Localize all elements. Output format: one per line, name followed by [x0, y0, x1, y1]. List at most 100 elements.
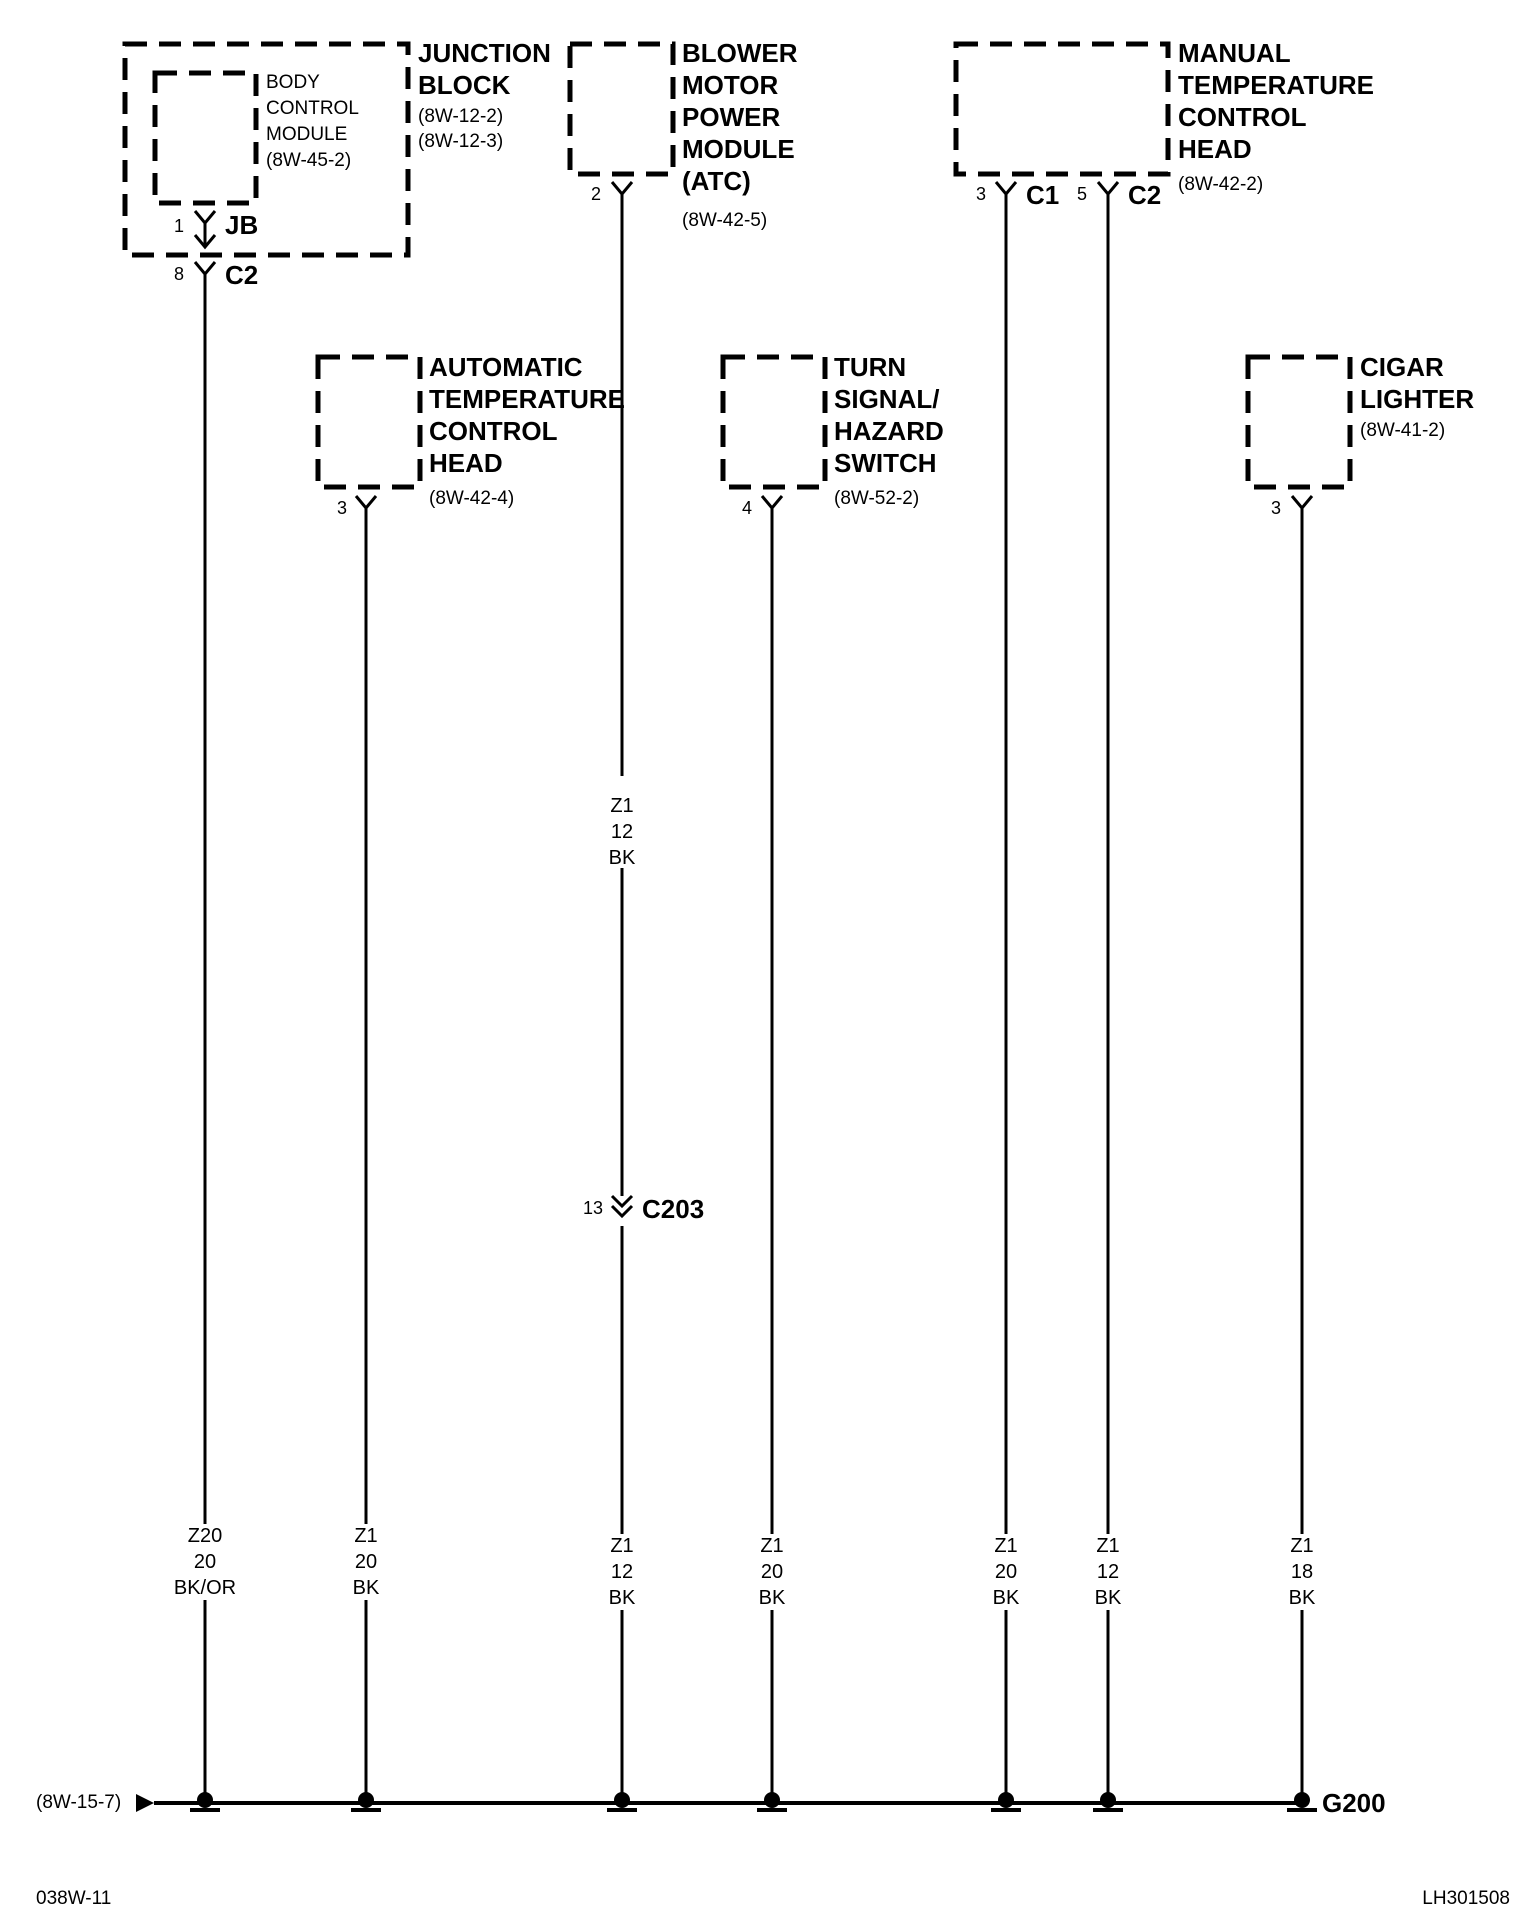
ground-label: G200: [1322, 1788, 1386, 1818]
blower-upper-wire-label: Z1 12 BK: [609, 795, 636, 869]
wire-4-gauge: 20: [761, 1561, 783, 1583]
junction-block-name-1: JUNCTION: [418, 38, 551, 68]
junction-block: JUNCTION BLOCK (8W-12-2) (8W-12-3): [122, 38, 551, 258]
mtc-c1-connector: 3 C1: [976, 180, 1059, 210]
junction-block-ref-2: (8W-12-3): [418, 131, 503, 152]
bcm-jb-pin: 1: [174, 216, 184, 236]
turn-name-4: SWITCH: [834, 448, 937, 478]
turn-name-1: TURN: [834, 352, 906, 382]
automatic-temperature-control-head: AUTOMATIC TEMPERATURE CONTROL HEAD (8W-4…: [315, 352, 625, 509]
c203-label: C203: [642, 1194, 704, 1224]
bcm-ref: (8W-45-2): [266, 150, 351, 171]
mtc-name-2: TEMPERATURE: [1178, 70, 1374, 100]
mtc-c2-connector: 5 C2: [1077, 180, 1161, 210]
wire-1-gauge: 20: [194, 1551, 216, 1573]
mtc-name-4: HEAD: [1178, 134, 1252, 164]
body-control-module: BODY CONTROL MODULE (8W-45-2): [152, 70, 359, 206]
cigar-pin: 3: [1271, 498, 1281, 518]
junction-block-name-2: BLOCK: [418, 70, 511, 100]
turn-pin-connector: 4: [742, 495, 784, 518]
splice-dot: [607, 1792, 637, 1812]
wire-7-circuit: Z1: [1290, 1535, 1313, 1557]
bcm-jb-label: JB: [225, 210, 258, 240]
cigar-name-1: CIGAR: [1360, 352, 1444, 382]
footer-left-code: 038W-11: [36, 1888, 111, 1909]
wire-2-circuit: Z1: [354, 1525, 377, 1547]
blower-pin: 2: [591, 184, 601, 204]
cigar-name-2: LIGHTER: [1360, 384, 1474, 414]
turn-name-2: SIGNAL/: [834, 384, 939, 414]
wire-6-color: BK: [1095, 1587, 1122, 1609]
junction-block-ref-1: (8W-12-2): [418, 106, 503, 127]
wire-5-gauge: 20: [995, 1561, 1017, 1583]
wire-1-circuit: Z20: [188, 1525, 222, 1547]
blower-motor-power-module: BLOWER MOTOR POWER MODULE (ATC) (8W-42-5…: [567, 38, 798, 231]
turn-name-3: HAZARD: [834, 416, 944, 446]
splice-dot: [991, 1792, 1021, 1812]
mtc-c1-label: C1: [1026, 180, 1059, 210]
wire-5-circuit: Z1: [994, 1535, 1017, 1557]
wire-6-gauge: 12: [1097, 1561, 1119, 1583]
wire-3-gauge: 12: [611, 1561, 633, 1583]
splice-dot: [757, 1792, 787, 1812]
mtc-name-3: CONTROL: [1178, 102, 1307, 132]
atc-pin-connector: 3: [337, 495, 378, 518]
atc-name-1: AUTOMATIC: [429, 352, 583, 382]
mtc-c2-label: C2: [1128, 180, 1161, 210]
cigar-lighter: CIGAR LIGHTER (8W-41-2): [1245, 352, 1474, 490]
jb-c2-connector: 8 C2: [174, 260, 258, 290]
ground-point-icon: [1287, 1792, 1317, 1812]
blower-name-3: POWER: [682, 102, 780, 132]
mtc-name-1: MANUAL: [1178, 38, 1291, 68]
wire-4-color: BK: [759, 1587, 786, 1609]
blower-upper-color: BK: [609, 847, 636, 869]
blower-name-4: MODULE: [682, 134, 795, 164]
mtc-c1-pin: 3: [976, 184, 986, 204]
bus-arrow-icon: [136, 1794, 154, 1812]
blower-ref: (8W-42-5): [682, 210, 767, 231]
wire-7-color: BK: [1289, 1587, 1316, 1609]
splice-dot: [190, 1792, 220, 1812]
mtc-c2-pin: 5: [1077, 184, 1087, 204]
wire-6-circuit: Z1: [1096, 1535, 1119, 1557]
bcm-name-3: MODULE: [266, 124, 347, 145]
jb-c2-label: C2: [225, 260, 258, 290]
manual-temperature-control-head: MANUAL TEMPERATURE CONTROL HEAD (8W-42-2…: [953, 38, 1374, 195]
wire-3-circuit: Z1: [610, 1535, 633, 1557]
cigar-ref: (8W-41-2): [1360, 420, 1445, 441]
atc-name-2: TEMPERATURE: [429, 384, 625, 414]
wire-7-gauge: 18: [1291, 1561, 1313, 1583]
footer-right-code: LH301508: [1422, 1888, 1510, 1909]
wire-2-gauge: 20: [355, 1551, 377, 1573]
c203-connector: 13 C203: [583, 1194, 704, 1224]
blower-pin-connector: 2: [591, 181, 634, 204]
wire-labels: Z20 20 BK/OR Z1 20 BK Z1 12 BK Z1 20 BK …: [174, 1524, 1322, 1610]
turn-pin: 4: [742, 498, 752, 518]
blower-name-1: BLOWER: [682, 38, 798, 68]
mtc-ref: (8W-42-2): [1178, 174, 1263, 195]
bcm-name-2: CONTROL: [266, 98, 359, 119]
splice-dot: [351, 1792, 381, 1812]
jb-c2-pin: 8: [174, 264, 184, 284]
cigar-pin-connector: 3: [1271, 495, 1314, 518]
wire-4-circuit: Z1: [760, 1535, 783, 1557]
atc-name-4: HEAD: [429, 448, 503, 478]
bcm-jb-connector: 1 JB: [174, 210, 258, 250]
blower-upper-circuit: Z1: [610, 795, 633, 817]
wire-2-color: BK: [353, 1577, 380, 1599]
atc-pin: 3: [337, 498, 347, 518]
wire-1-color: BK/OR: [174, 1577, 236, 1599]
turn-signal-hazard-switch: TURN SIGNAL/ HAZARD SWITCH (8W-52-2): [720, 352, 944, 509]
wire-3-color: BK: [609, 1587, 636, 1609]
blower-name-5: (ATC): [682, 166, 751, 196]
atc-ref: (8W-42-4): [429, 488, 514, 509]
bcm-name-1: BODY: [266, 72, 320, 93]
blower-upper-gauge: 12: [611, 821, 633, 843]
ground-bus: (8W-15-7) G200: [36, 1788, 1386, 1818]
wire-5-color: BK: [993, 1587, 1020, 1609]
ground-ref: (8W-15-7): [36, 1792, 121, 1813]
atc-name-3: CONTROL: [429, 416, 558, 446]
c203-pin: 13: [583, 1198, 603, 1218]
turn-ref: (8W-52-2): [834, 488, 919, 509]
